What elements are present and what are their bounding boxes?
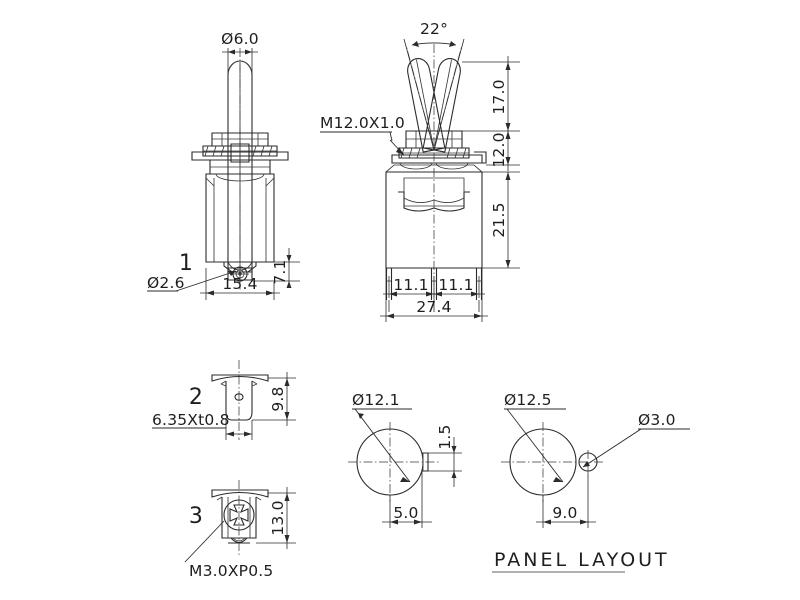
detail-3-thread-label: M3.0XP0.5 bbox=[189, 562, 273, 580]
panel-left-keyway-distance-label: 5.0 bbox=[393, 504, 418, 522]
detail-3-dimensions: 13.0 M3.0XP0.5 3 bbox=[184, 487, 296, 580]
pin-pitch-left-label: 11.1 bbox=[393, 276, 428, 294]
terminal-hole-label: Ø2.6 bbox=[147, 274, 185, 292]
side-view-dimensions: Ø6.0 15.4 7.1 Ø2.6 1 bbox=[147, 30, 300, 300]
panel-left-keyway-width-label: 1.5 bbox=[436, 424, 454, 449]
item-number-2: 2 bbox=[189, 385, 203, 410]
panel-cutout-pin-dimensions: Ø12.5 Ø3.0 9.0 bbox=[504, 391, 690, 528]
lever-length-label: 17.0 bbox=[490, 79, 508, 114]
overall-width-label: 27.4 bbox=[416, 298, 451, 316]
bushing-length-label: 12.0 bbox=[490, 132, 508, 167]
pin-pitch-right-label: 11.1 bbox=[438, 276, 473, 294]
item-number-3: 3 bbox=[189, 504, 203, 529]
body-width-label: 15.4 bbox=[222, 275, 257, 293]
terminal-height-label: 7.1 bbox=[271, 259, 289, 284]
thread-spec-label: M12.0X1.0 bbox=[320, 114, 405, 132]
front-view-geometry bbox=[385, 44, 487, 300]
detail-3-height-label: 13.0 bbox=[269, 500, 287, 535]
toggle-angle-label: 22° bbox=[420, 20, 448, 38]
item-number-1: 1 bbox=[179, 251, 193, 276]
detail-2-geometry bbox=[211, 360, 269, 440]
panel-right-hole-diameter-label: Ø12.5 bbox=[504, 391, 552, 409]
detail-2-dimensions: 9.8 6.35Xt0.8 2 bbox=[152, 372, 296, 440]
panel-left-hole-diameter-label: Ø12.1 bbox=[352, 391, 400, 409]
side-view-geometry bbox=[191, 48, 289, 290]
detail-2-height-label: 9.8 bbox=[269, 386, 287, 411]
body-height-label: 21.5 bbox=[490, 202, 508, 237]
panel-layout-title-text: PANEL LAYOUT bbox=[494, 549, 670, 571]
panel-right-pin-hole-diameter-label: Ø3.0 bbox=[638, 411, 676, 429]
panel-layout-title: PANEL LAYOUT bbox=[492, 549, 670, 573]
detail-2-terminal-size-label: 6.35Xt0.8 bbox=[152, 411, 230, 429]
panel-right-pin-distance-label: 9.0 bbox=[552, 504, 577, 522]
panel-cutout-keyway-geometry bbox=[348, 422, 440, 502]
front-view-dimensions: 22° 17.0 12.0 21.5 bbox=[320, 20, 520, 322]
panel-cutout-keyway-dimensions: Ø12.1 1.5 5.0 bbox=[352, 391, 462, 528]
panel-cutout-pin-geometry bbox=[501, 422, 604, 502]
detail-3-geometry bbox=[211, 480, 269, 555]
lever-diameter-label: Ø6.0 bbox=[221, 30, 259, 48]
